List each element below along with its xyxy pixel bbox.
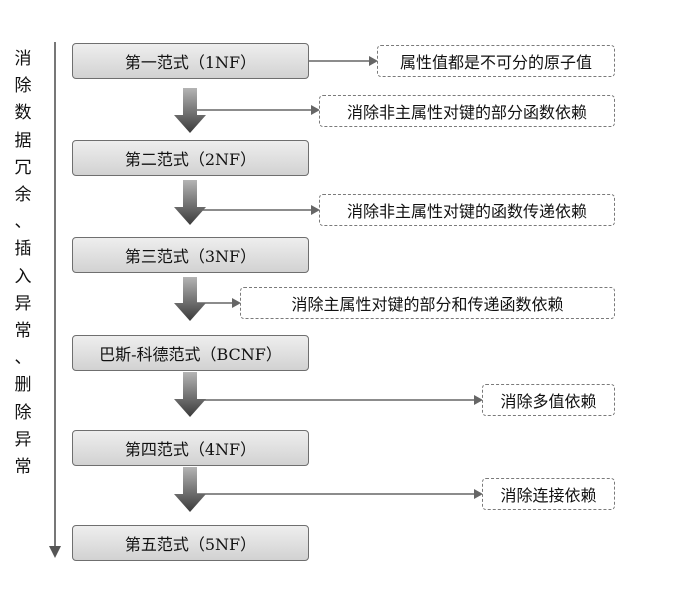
side-label-char: 冗 <box>14 157 32 178</box>
note-join-dependency: 消除连接依赖 <box>482 478 615 510</box>
note-atomic-values: 属性值都是不可分的原子值 <box>377 45 615 77</box>
nf-box-4nf: 第四范式（4NF） <box>72 430 309 466</box>
side-label: 消 除 数 据 冗 余 、 插 入 异 常 、 删 除 异 常 <box>8 46 38 481</box>
side-label-char: 入 <box>14 266 32 287</box>
nf-box-1nf: 第一范式（1NF） <box>72 43 309 79</box>
nf-box-3nf: 第三范式（3NF） <box>72 237 309 273</box>
note-multivalued-dependency: 消除多值依赖 <box>482 384 615 416</box>
side-label-char: 除 <box>14 76 32 97</box>
side-label-char: 常 <box>14 321 32 342</box>
side-label-char: 据 <box>14 130 32 151</box>
down-arrow-3 <box>174 277 206 321</box>
connector-6-head <box>474 489 483 499</box>
down-arrow-1 <box>174 88 206 133</box>
connector-2-head <box>311 105 320 115</box>
note-prime-attribute-dependency: 消除主属性对键的部分和传递函数依赖 <box>240 287 615 319</box>
side-label-char: 、 <box>14 348 32 369</box>
note-partial-dependency: 消除非主属性对键的部分函数依赖 <box>319 95 615 127</box>
side-label-char: 异 <box>14 293 32 314</box>
down-arrow-2 <box>174 180 206 225</box>
connector-5-head <box>474 395 483 405</box>
connector-1-head <box>369 56 378 66</box>
nf-box-2nf: 第二范式（2NF） <box>72 140 309 176</box>
side-label-char: 异 <box>14 429 32 450</box>
nf-box-bcnf: 巴斯-科德范式（BCNF） <box>72 335 309 371</box>
side-label-char: 余 <box>14 185 32 206</box>
connector-3-head <box>311 205 320 215</box>
side-label-char: 删 <box>14 375 32 396</box>
vertical-arrow-head <box>49 546 61 558</box>
side-label-char: 插 <box>14 239 32 260</box>
connector-4-head <box>232 298 241 308</box>
down-arrow-5 <box>174 467 206 512</box>
side-label-char: 消 <box>14 49 32 69</box>
nf-box-5nf: 第五范式（5NF） <box>72 525 309 561</box>
side-label-char: 常 <box>14 457 32 478</box>
side-label-char: 除 <box>14 402 32 423</box>
side-label-char: 数 <box>14 103 32 124</box>
side-label-char: 、 <box>14 212 32 233</box>
note-transitive-dependency: 消除非主属性对键的函数传递依赖 <box>319 194 615 226</box>
down-arrow-4 <box>174 372 206 417</box>
